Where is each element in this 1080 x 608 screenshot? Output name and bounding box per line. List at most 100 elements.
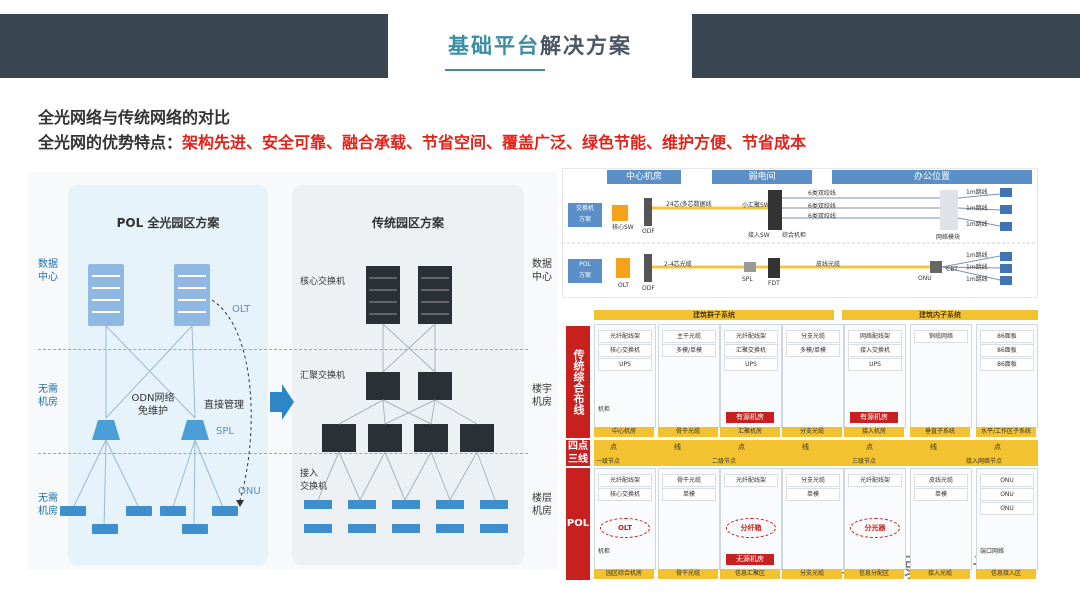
pol-title: POL 全光园区方案 [116,216,220,230]
pol-item-0-0: 光纤配线架 [598,474,652,487]
trad-item-4-1: 接入交换机 [848,344,902,357]
pol-tag-2: 无源机房 [726,554,774,565]
trad-item-1-1: 多模/单模 [662,344,716,357]
pol-item-0-1: 核心交换机 [598,488,652,501]
trad-item-3-0: 分支光缆 [786,330,840,343]
tr-trunk-label-1: 24芯/多芯数据线 [666,201,712,208]
tr-copper-2: 6类双绞线 [808,203,836,210]
spl-label: SPL [216,426,234,437]
pol-foot-5: 接入光缆 [910,569,970,579]
onu-label: ONU [238,486,261,497]
core-switch-label: 核心交换机 [300,277,346,287]
trad-foot-0: 中心机房 [594,427,654,437]
trad-item-6-2: 86面板 [980,358,1034,371]
mid-node-1: 二级节点 [712,458,737,465]
trad-foot-6: 水平/工作区子系统 [976,427,1036,437]
trad-item-4-2: UPS [848,358,902,371]
tr-rack-label: 综合机柜 [782,232,807,239]
tier-label-floor-right: 楼层 机房 [532,493,552,517]
tier-label-datacenter-left: 数据 中心 [38,259,58,283]
olt-label: OLT [232,304,251,315]
trad-item-6-1: 86面板 [980,344,1034,357]
mid-node-0: 一级节点 [596,458,621,465]
subtitle-line1: 全光网络与传统网络的对比 [38,108,231,127]
pol-item-5-1: 单模 [914,488,968,501]
tr-dist-2-2: 1m跳线 [966,264,988,271]
col-header-center: 中心机房 [607,170,681,184]
header-bar-right [692,14,1080,78]
tier-divider-1 [38,349,528,350]
pol-foot-3: 分支光缆 [782,569,842,579]
mid-point-1: 线 [674,443,681,451]
trad-item-0-0: 光纤配线架 [598,330,652,343]
pol-item-6-1: ONU [980,488,1034,501]
olt-server-2 [174,264,210,326]
group-header-building: 建筑内子系统 [842,310,1038,320]
tier-label-nomachine-left-1: 无需 机房 [38,384,58,408]
page-title: 基础平台解决方案 [448,34,632,58]
odn-label: ODN网络 免维护 [131,393,175,417]
mid-point-2: 点 [738,443,745,451]
row-tag-switch: 交换机 方案 [568,203,602,227]
mid-point-5: 线 [930,443,937,451]
tr-spl-label: SPL [742,276,753,283]
pol-circle-4: 分光器 [850,518,900,538]
tr-onu-label: ONU [918,275,932,282]
pol-foot-4: 信息分配区 [844,569,904,579]
tr-dist-1-1: 1m跳线 [966,189,988,196]
pol-item-1-1: 单模 [662,488,716,501]
col-header-weak: 弱电间 [712,170,812,184]
tr-copper-3: 6类双绞线 [808,213,836,220]
tr-olt-label: OLT [618,282,629,289]
row-tag-pol: POL 方案 [568,259,602,283]
tier-divider-2 [38,453,528,454]
trad-cabling-label: 传统综合布线 [566,326,590,438]
trad-item-4-0: 网络配线架 [848,330,902,343]
trad-foot-1: 骨干光缆 [658,427,718,437]
trad-item-2-1: 汇聚交换机 [724,344,778,357]
top-right-diagram [562,168,1038,298]
tr-core-label: 核心SW [612,224,634,231]
four-three-label: 四点三线 [566,440,590,466]
tr-panel-label: 网络模块 [936,234,961,241]
tr-dist-1-3: 1m跳线 [966,221,988,228]
pol-item-1-0: 骨干光缆 [662,474,716,487]
agg-switch-label: 汇聚交换机 [300,371,346,381]
tr-fdt-label: FDT [768,280,780,287]
pol-circle-2: 分纤箱 [726,518,776,538]
tr-odf-label-1: ODF [642,228,655,235]
trad-item-2-2: UPS [724,358,778,371]
tr-copper-1: 6类双绞线 [808,190,836,197]
pol-foot-0: 园区综合机房 [594,569,654,579]
trad-foot-4: 接入机房 [844,427,904,437]
spl-icon-1 [92,420,120,440]
pol-item-6-0: ONU [980,474,1034,487]
pol-panel [68,185,268,565]
tier-label-nomachine-left-2: 无需 机房 [38,493,58,517]
trad-title: 传统园区方案 [371,216,444,230]
trad-item-6-0: 86面板 [980,330,1034,343]
pol-foot-2: 信息汇聚区 [720,569,780,579]
trad-item-5-0: 铜缆网络 [914,330,968,343]
pol-item-4-0: 光纤配线架 [848,474,902,487]
tier-label-building-right: 楼宇 机房 [532,384,552,408]
trad-item-0-2: UPS [598,358,652,371]
trad-tag-2: 有源机房 [726,412,774,423]
mid-node-2: 三级节点 [852,458,877,465]
direct-manage-label: 直接管理 [204,400,244,411]
mid-point-0: 点 [610,443,617,451]
col-header-office: 办公位置 [832,170,1032,184]
tr-access-label: 接入SW [748,232,770,239]
trad-foot-3: 分支光缆 [782,427,842,437]
pol-extra-0: 机柜 [598,548,611,555]
trad-item-3-1: 多模/单模 [786,344,840,357]
tr-trunk-label-2: 2-4芯光缆 [664,261,692,268]
compare-arrow [270,384,294,420]
tr-agg-label: 小汇聚SW [742,202,770,209]
mid-point-3: 线 [802,443,809,451]
tr-dist-1-2: 1m跳线 [966,205,988,212]
title-underline [445,69,545,71]
tr-cbt-label: CBT [946,266,958,273]
mid-node-3: 接入网络节点 [966,458,1003,465]
